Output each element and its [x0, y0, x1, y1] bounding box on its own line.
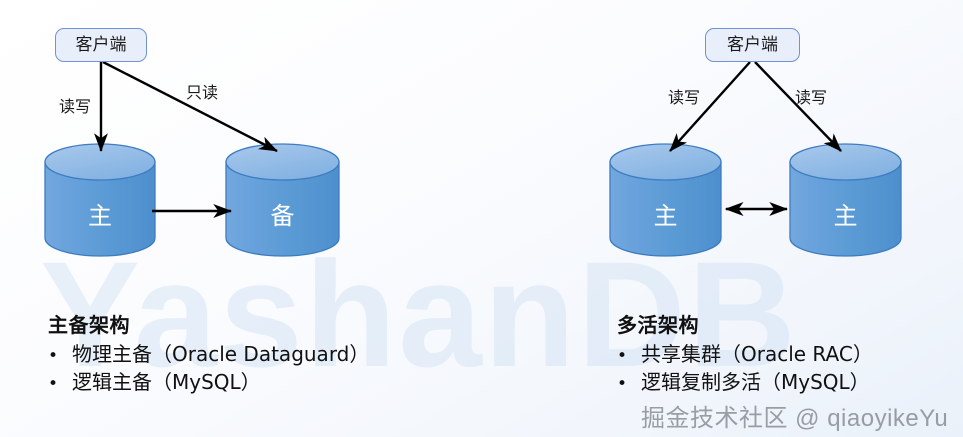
arrow-client-to-primary-one [669, 61, 751, 152]
arrow-client-to-standby [102, 60, 278, 153]
node-primary-two[interactable]: 主 [790, 144, 901, 256]
caption-right-title: 多活架构 [617, 313, 699, 337]
bullet-icon: • [617, 373, 628, 394]
list-item-text: 逻辑主备（MySQL） [72, 369, 261, 394]
client-node-right-label: 客户端 [727, 34, 778, 55]
node-standby[interactable]: 备 [226, 144, 339, 256]
edge-label-read-write-right-two: 读写 [795, 88, 828, 107]
client-node-left[interactable]: 客户端 [55, 28, 147, 62]
cylinder-shape-primary-one [609, 143, 722, 257]
list-item-text: 物理主备（Oracle Dataguard） [72, 342, 370, 366]
cylinder-shape-standby [225, 143, 340, 257]
node-primary-left-label: 主 [88, 202, 112, 230]
list-item: • 逻辑复制多活（MySQL） [617, 369, 873, 397]
list-item-text: 逻辑复制多活（MySQL） [641, 369, 870, 394]
node-primary-two-label: 主 [833, 202, 858, 230]
caption-block-right: 多活架构 • 共享集群（Oracle RAC） • 逻辑复制多活（MySQL） [617, 313, 873, 396]
edge-label-read-write-right-one: 读写 [668, 88, 701, 107]
edge-label-read-write-left: 读写 [59, 97, 92, 116]
list-item: • 物理主备（Oracle Dataguard） [48, 341, 369, 369]
node-primary-left[interactable]: 主 [45, 144, 155, 256]
node-primary-one-label: 主 [653, 202, 678, 230]
bullet-icon: • [617, 346, 628, 366]
edge-label-read-only: 只读 [186, 83, 219, 102]
cylinder-shape-primary-left [44, 143, 156, 257]
list-item: • 共享集群（Oracle RAC） [617, 341, 873, 369]
cylinder-shape-primary-two [789, 143, 902, 257]
caption-right-list: • 共享集群（Oracle RAC） • 逻辑复制多活（MySQL） [617, 341, 873, 396]
arrow-client-to-primary-two [754, 61, 842, 152]
node-primary-one[interactable]: 主 [610, 144, 721, 256]
list-item: • 逻辑主备（MySQL） [48, 369, 369, 397]
caption-left-list: • 物理主备（Oracle Dataguard） • 逻辑主备（MySQL） [48, 341, 369, 396]
node-standby-label: 备 [270, 202, 295, 230]
caption-left-title: 主备架构 [48, 313, 130, 337]
client-node-right[interactable]: 客户端 [705, 28, 800, 62]
client-node-left-label: 客户端 [75, 34, 127, 55]
bullet-icon: • [48, 346, 59, 366]
list-item-text: 共享集群（Oracle RAC） [641, 342, 873, 366]
bullet-icon: • [48, 373, 59, 394]
caption-block-left: 主备架构 • 物理主备（Oracle Dataguard） • 逻辑主备（MyS… [48, 313, 369, 396]
